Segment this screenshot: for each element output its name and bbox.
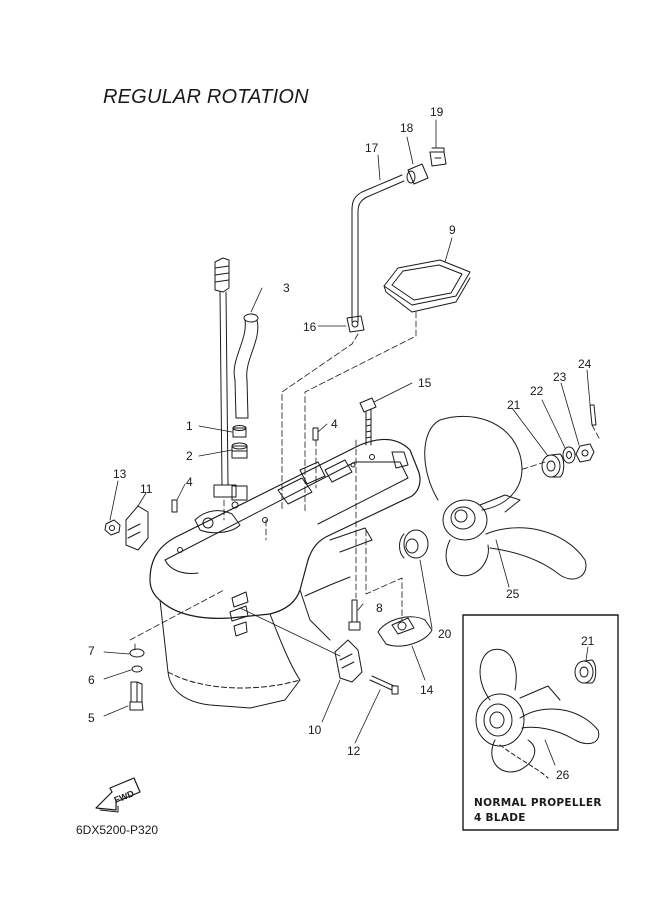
callout-19: 19 xyxy=(430,105,444,119)
callout-12: 12 xyxy=(347,744,361,758)
callout-3: 3 xyxy=(283,281,290,295)
callout-20: 20 xyxy=(438,627,452,641)
callout-5: 5 xyxy=(88,711,95,725)
inset-frame xyxy=(462,614,619,831)
propeller-25 xyxy=(424,415,587,580)
drain-parts-5-6-7 xyxy=(129,648,145,711)
callout-10: 10 xyxy=(308,723,322,737)
callout-14: 14 xyxy=(420,683,434,697)
bolt-15 xyxy=(359,397,377,446)
inset-leaders xyxy=(544,646,589,766)
callout-16: 16 xyxy=(303,320,317,334)
spacer-20 xyxy=(399,529,429,559)
callout-11: 11 xyxy=(140,482,153,496)
inset-propeller-26 xyxy=(475,648,600,779)
inset-caption: NORMAL PROPELLER 4 BLADE xyxy=(474,796,602,826)
callout-8: 8 xyxy=(376,601,383,615)
water-tube-17 xyxy=(351,174,405,323)
bolt-8 xyxy=(348,599,361,631)
leader-lines xyxy=(103,119,591,744)
inset-caption-line1: NORMAL PROPELLER xyxy=(474,797,602,809)
fwd-arrow-icon xyxy=(95,777,141,813)
seal-9 xyxy=(383,259,471,313)
fwd-label: FWD xyxy=(113,788,136,805)
callout-23: 23 xyxy=(553,370,567,384)
callout-13: 13 xyxy=(113,467,127,481)
diagram-title: REGULAR ROTATION xyxy=(103,86,309,108)
drawing-code: 6DX5200-P320 xyxy=(76,823,159,837)
callout-1: 1 xyxy=(186,419,193,433)
callout-24: 24 xyxy=(578,357,592,371)
trim-tab-14 xyxy=(377,616,433,647)
callout-7: 7 xyxy=(88,644,95,658)
callout-26: 26 xyxy=(556,768,570,782)
inset-spacer-21 xyxy=(574,659,597,684)
callout-22: 22 xyxy=(530,384,544,398)
parts-1-2 xyxy=(231,425,248,501)
callout-2: 2 xyxy=(186,449,193,463)
inset-caption-line2: 4 BLADE xyxy=(474,812,526,824)
callout-4-lower: 4 xyxy=(186,475,193,489)
callout-15: 15 xyxy=(418,376,432,390)
lower-case-housing xyxy=(149,438,421,709)
callout-25: 25 xyxy=(506,587,520,601)
clamp-10 xyxy=(334,639,363,683)
water-pipe-3 xyxy=(233,313,259,419)
callout-6: 6 xyxy=(88,673,95,687)
callout-4-upper: 4 xyxy=(331,417,338,431)
prop-hardware-21-24 xyxy=(541,404,597,478)
anode-11 xyxy=(125,505,149,551)
shift-rod xyxy=(213,257,237,498)
bolt-12 xyxy=(369,675,399,695)
callout-9: 9 xyxy=(449,223,456,237)
grommet-19 xyxy=(429,147,447,167)
callout-18: 18 xyxy=(400,121,414,135)
callout-numbers: 1 2 3 4 4 5 6 7 8 9 10 11 12 13 14 15 16… xyxy=(88,105,595,805)
callout-21-inset: 21 xyxy=(581,634,595,648)
grommet-16 xyxy=(346,315,365,333)
dashed-leader-lines xyxy=(129,311,601,651)
callout-21: 21 xyxy=(507,398,521,412)
bolt-13 xyxy=(104,519,121,536)
callout-17: 17 xyxy=(365,141,379,155)
grommet-18 xyxy=(406,163,429,185)
dowel-pins-4 xyxy=(171,427,319,513)
